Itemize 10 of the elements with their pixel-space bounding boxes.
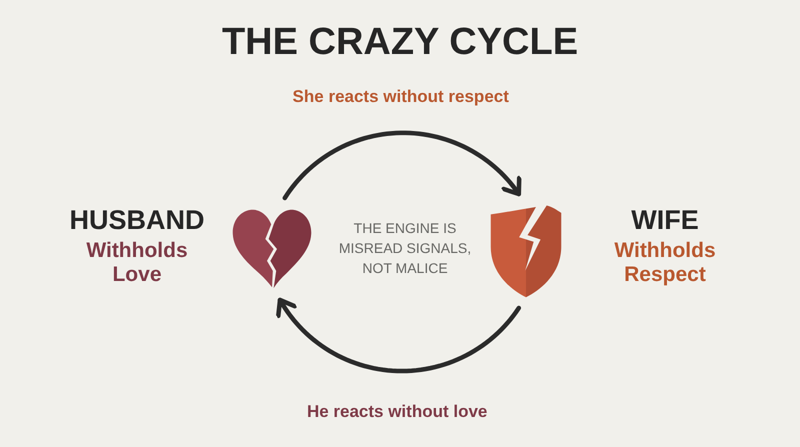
curved-arrow — [276, 298, 522, 374]
role-title: WIFE — [631, 204, 699, 236]
role-caption: Withholds Love — [85, 239, 189, 287]
diagram-title: THE CRAZY CYCLE — [222, 20, 578, 64]
role-caption: Withholds Respect — [613, 239, 717, 287]
center-note: THE ENGINE IS MISREAD SIGNALS, NOT MALICE — [338, 219, 472, 278]
role-title: HUSBAND — [70, 204, 204, 236]
broken-heart-icon — [232, 208, 312, 290]
cracked-shield-icon — [490, 204, 562, 298]
curved-arrow — [282, 130, 522, 200]
